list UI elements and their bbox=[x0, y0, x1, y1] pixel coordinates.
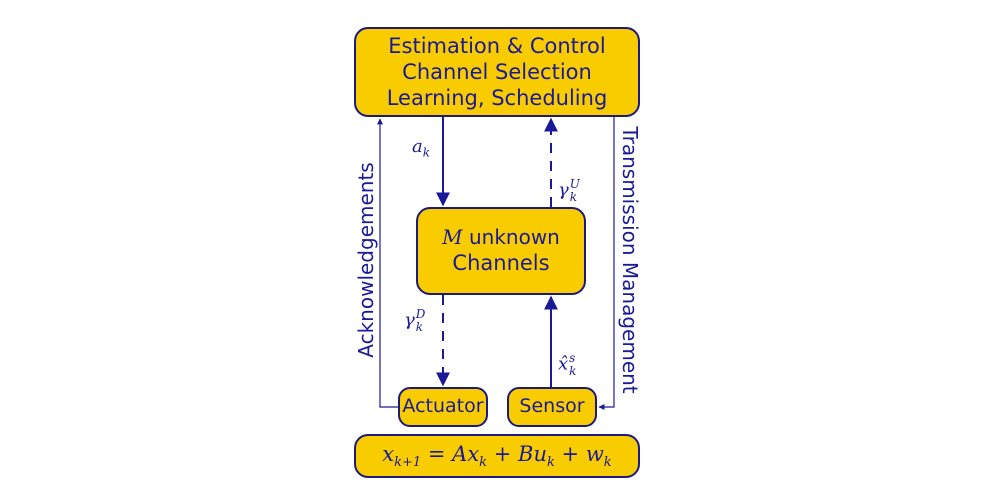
actuator-box: Actuator bbox=[398, 387, 488, 427]
system-equation-box: xk+1 = Axk + Buk + wk bbox=[354, 434, 640, 478]
channels-line-1: M unknown bbox=[442, 225, 560, 250]
controller-line-2: Channel Selection bbox=[402, 59, 592, 84]
channels-box: M unknown Channels bbox=[416, 207, 586, 295]
controller-line-1: Estimation & Control bbox=[388, 33, 606, 58]
channels-line-1-rest: unknown bbox=[462, 225, 560, 250]
controller-line-3: Learning, Scheduling bbox=[386, 86, 608, 111]
edge-acknowledgements bbox=[377, 118, 398, 408]
transmission-management-label: Transmission Management bbox=[618, 126, 642, 394]
actuator-label: Actuator bbox=[402, 395, 484, 418]
controller-box: Estimation & Control Channel Selection L… bbox=[354, 27, 640, 117]
edge-transmission-management bbox=[598, 117, 615, 410]
sensor-box: Sensor bbox=[507, 387, 597, 427]
channels-line-2: Channels bbox=[452, 251, 550, 276]
acknowledgements-label: Acknowledgements bbox=[354, 162, 378, 358]
system-equation: xk+1 = Axk + Buk + wk bbox=[382, 441, 612, 470]
channels-count-var: M bbox=[442, 225, 463, 250]
sensor-label: Sensor bbox=[519, 395, 585, 418]
label-a-k: ak bbox=[412, 136, 431, 160]
